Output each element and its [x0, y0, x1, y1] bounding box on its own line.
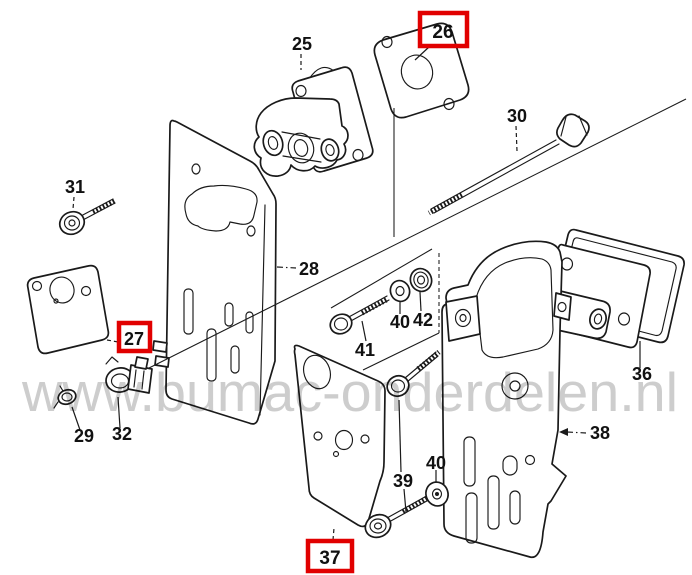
part-label-30: 30 [507, 106, 527, 126]
part-label-31: 31 [65, 177, 85, 197]
part-label-36: 36 [632, 364, 652, 384]
part-40-washer-lower [425, 481, 449, 507]
highlight-box-26 [417, 10, 470, 49]
highlighted-part-label-26[interactable]: 26 [417, 10, 470, 49]
highlight-box-27 [116, 320, 153, 354]
highlighted-part-label-27[interactable]: 27 [116, 320, 153, 354]
part-31-bolt [58, 198, 117, 236]
leader-lines [71, 46, 641, 541]
part-label-39: 39 [393, 471, 413, 491]
part-40-washer-upper [389, 279, 411, 303]
part-37-bracket-plate [293, 344, 386, 528]
part-label-42: 42 [413, 310, 433, 330]
highlight-box-37 [305, 538, 355, 574]
part-25-manifold [253, 66, 374, 177]
part-41-bolt [329, 295, 390, 335]
part-label-38: 38 [590, 423, 610, 443]
part-39-bolt-lower [364, 492, 435, 539]
highlighted-part-label-37[interactable]: 37 [305, 538, 355, 574]
part-42-washer [409, 267, 433, 293]
part-label-32: 32 [112, 424, 132, 444]
part-label-27: 27 [124, 329, 144, 349]
part-29-screw [53, 385, 77, 409]
part-30-long-bolt [427, 113, 590, 216]
part-label-41: 41 [355, 340, 375, 360]
part-labels: 25 30 31 28 29 32 36 38 39 40 40 41 42 [65, 34, 652, 491]
part-label-26: 26 [432, 22, 453, 43]
part-label-28: 28 [299, 259, 319, 279]
part-38-muffler-protector [441, 240, 572, 559]
part-label-40-lower: 40 [426, 453, 446, 473]
watermark-text: www.bumac-onderdelen.nl [21, 361, 678, 423]
part-39-bolt-upper [386, 350, 441, 398]
construction-lines [142, 98, 687, 372]
part-label-37: 37 [319, 548, 340, 569]
part-label-25: 25 [292, 34, 312, 54]
part-32-clamp [105, 356, 153, 394]
part-27-gasket [26, 264, 110, 355]
part-label-29: 29 [74, 426, 94, 446]
part-label-40-upper: 40 [390, 312, 410, 332]
